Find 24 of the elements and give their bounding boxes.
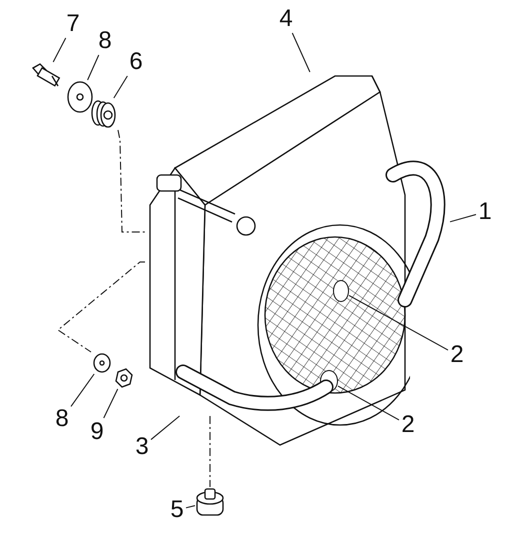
callout-number: 2	[401, 413, 415, 437]
callout-number: 6	[129, 50, 143, 74]
callout-number: 9	[90, 420, 104, 444]
center-line	[118, 130, 146, 232]
leader-line	[70, 374, 95, 407]
leader-line	[150, 416, 180, 440]
leader-line	[52, 38, 66, 62]
leader-line	[292, 32, 310, 72]
leader-line	[186, 505, 196, 508]
leader-line	[103, 388, 118, 418]
leader-line	[87, 54, 100, 80]
callout-number: 2	[450, 343, 464, 367]
leader-line	[338, 386, 400, 420]
center-line	[57, 262, 146, 352]
leader-line	[348, 294, 448, 351]
leader-line	[450, 214, 476, 222]
callout-number: 8	[55, 407, 69, 431]
callout-number: 1	[478, 200, 492, 224]
callout-number: 3	[135, 435, 149, 459]
callout-number: 8	[98, 29, 112, 53]
callout-number: 7	[66, 12, 80, 36]
callout-number: 5	[170, 498, 184, 522]
leader-line	[113, 76, 128, 98]
callout-number: 4	[279, 7, 293, 31]
